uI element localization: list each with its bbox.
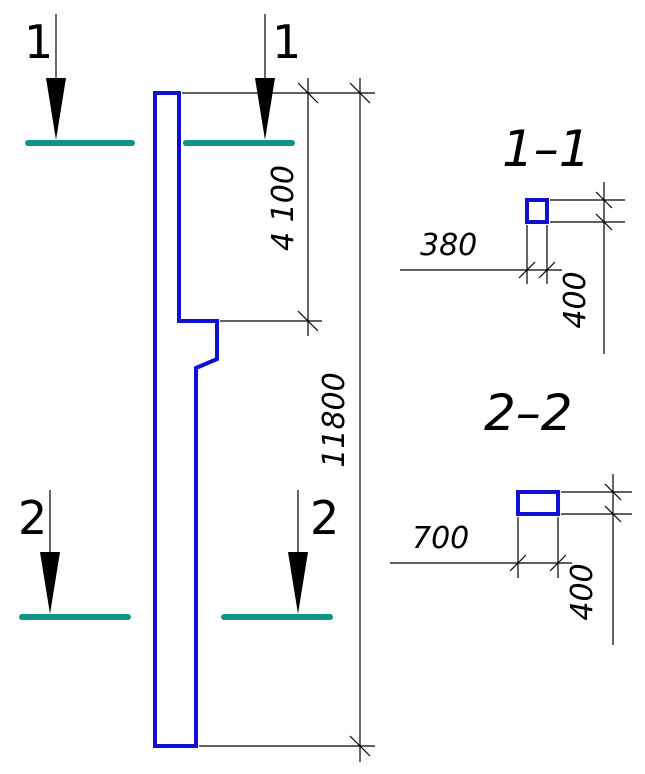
s1-tick-w-left [518, 261, 536, 279]
elevation-dimensions: 4 100 11800 [182, 78, 375, 762]
dim-tick-upper-top [297, 82, 319, 104]
dim-tick-total-bottom [349, 735, 371, 757]
cut-arrow-right-head [255, 78, 275, 140]
s2-tick-w-right [549, 554, 567, 572]
s2-width-label: 700 [412, 521, 469, 556]
cut-label-bottom-left: 2 [18, 491, 47, 545]
section-1-1: 1–1 400 380 [400, 120, 625, 354]
dim-total-height: 11800 [317, 372, 352, 467]
dim-upper-height: 4 100 [266, 165, 301, 251]
s1-tick-w-right [538, 261, 556, 279]
cut-arrow-left-head [46, 78, 66, 140]
s2-tick-w-left [509, 554, 527, 572]
s2-height-label: 400 [565, 563, 600, 620]
dim-tick-upper-bottom [297, 310, 319, 332]
cut-arrow-left-head-2 [40, 552, 60, 614]
s1-width-label: 380 [420, 228, 477, 263]
s1-height-label: 400 [558, 271, 593, 328]
column-outline [153, 91, 219, 748]
cut-marker-1-1: 1 1 [24, 14, 301, 146]
cut-label-top-right: 1 [272, 15, 301, 69]
dim-tick-total-top [349, 82, 371, 104]
s2-tick-h-bottom [604, 505, 622, 523]
section-2-2-title: 2–2 [484, 384, 573, 442]
s1-tick-h-top [595, 191, 613, 209]
cut-marker-2-2: 2 2 [18, 490, 339, 620]
cut-label-top-left: 1 [24, 15, 53, 69]
s2-tick-h-top [604, 483, 622, 501]
section-1-1-outline [525, 198, 549, 224]
section-2-2: 2–2 400 700 [390, 384, 632, 645]
s1-tick-h-bottom [595, 213, 613, 231]
section-1-1-title: 1–1 [502, 120, 591, 178]
cut-label-bottom-right: 2 [310, 491, 339, 545]
section-2-2-outline [516, 490, 560, 516]
cut-arrow-right-head-2 [288, 552, 308, 614]
